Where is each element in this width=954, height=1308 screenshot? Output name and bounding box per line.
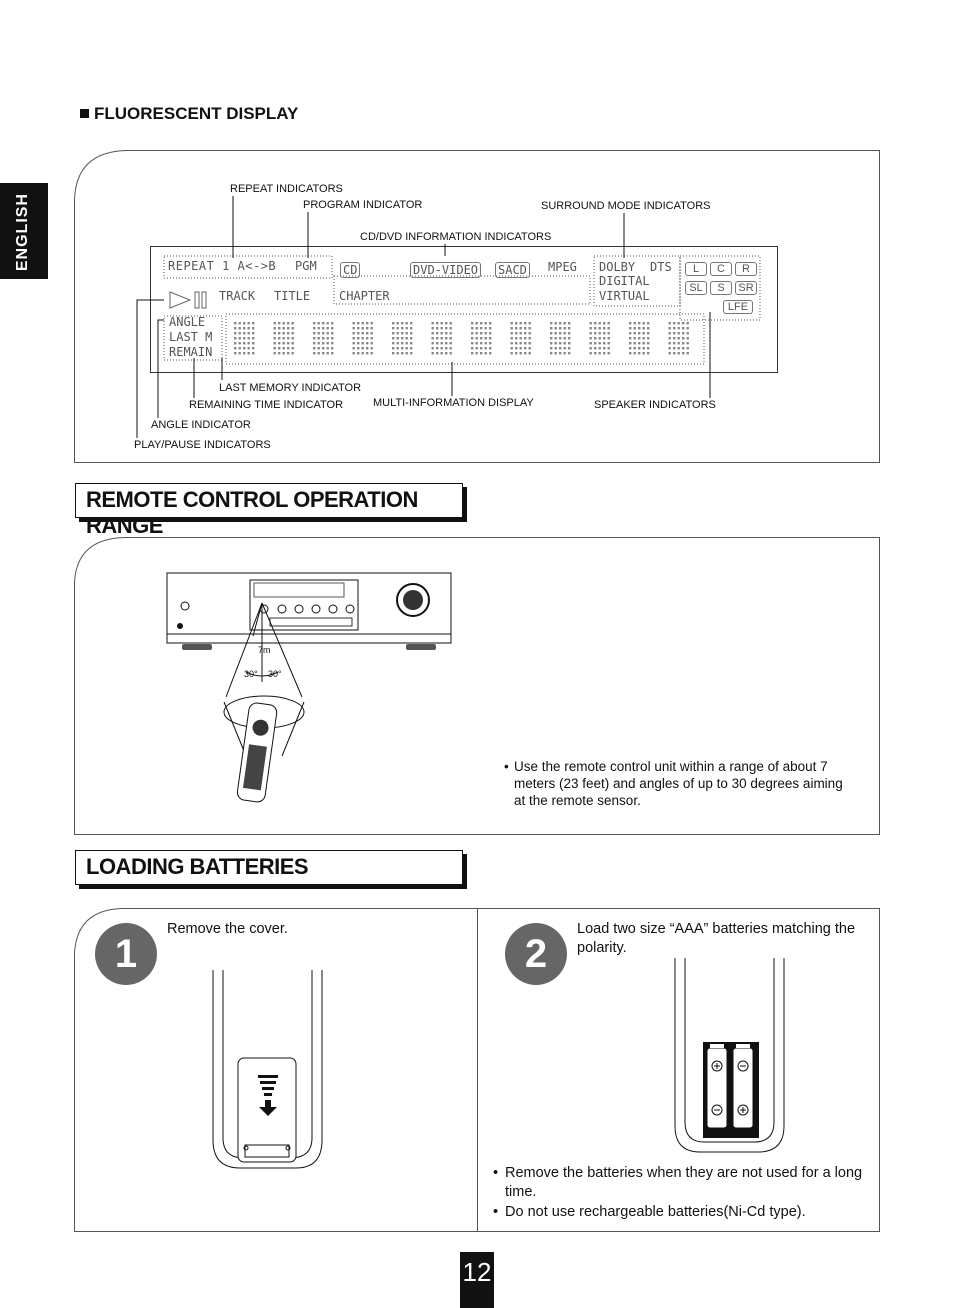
speaker-indicators-label: SPEAKER INDICATORS: [594, 399, 716, 411]
display-chapter-indicator: CHAPTER: [339, 289, 390, 303]
display-repeat-indicator: REPEAT 1 A<->B: [168, 259, 277, 273]
receiver-diagram: [166, 572, 452, 803]
step-2-number: 2: [505, 923, 567, 985]
speaker-s-indicator: S: [710, 281, 732, 295]
last-memory-label: LAST MEMORY INDICATOR: [219, 382, 362, 394]
fluorescent-heading-text: FLUORESCENT DISPLAY: [94, 104, 299, 123]
display-last-memory-indicator: LAST M: [169, 330, 213, 344]
display-cd-indicator: CD: [340, 262, 361, 278]
display-mpeg-indicator: MPEG: [548, 260, 577, 274]
power-button-icon: [180, 601, 190, 611]
speaker-r-indicator: R: [735, 262, 757, 276]
angle-indicator-label: ANGLE INDICATOR: [151, 419, 251, 431]
fluorescent-display-heading: FLUORESCENT DISPLAY: [80, 104, 298, 124]
repeat-indicators-label: REPEAT INDICATORS: [230, 183, 343, 195]
display-pgm-indicator: PGM: [295, 259, 317, 273]
speaker-lfe-indicator: LFE: [723, 300, 753, 314]
display-angle-indicator: ANGLE: [169, 315, 206, 329]
remote-back-cover-diagram: [212, 970, 323, 1169]
speaker-l-indicator: L: [685, 262, 707, 276]
range-angle-right: 30°: [268, 669, 282, 679]
multi-info-label: MULTI-INFORMATION DISPLAY: [373, 397, 534, 409]
pause-icon: [194, 291, 200, 309]
display-track-indicator: TRACK: [219, 289, 256, 303]
program-indicator-label: PROGRAM INDICATOR: [303, 199, 423, 211]
display-window: [150, 246, 778, 373]
battery-note-2: •Do not use rechargeable batteries(Ni-Cd…: [493, 1204, 806, 1220]
speaker-sr-indicator: SR: [735, 281, 757, 295]
speaker-sl-indicator: SL: [685, 281, 707, 295]
display-virtual-indicator: VIRTUAL: [599, 289, 650, 303]
play-pause-label: PLAY/PAUSE INDICATORS: [134, 439, 271, 451]
loading-batteries-title: LOADING BATTERIES: [75, 850, 463, 885]
step-1-text: Remove the cover.: [167, 921, 288, 937]
battery-note-1: •Remove the batteries when they are not …: [493, 1165, 863, 1200]
slide-arrow-icon: [258, 1075, 278, 1116]
battery-notes: •Remove the batteries when they are not …: [493, 1164, 873, 1222]
display-digital-indicator: DIGITAL: [599, 274, 650, 288]
cddvd-info-label: CD/DVD INFORMATION INDICATORS: [360, 231, 552, 243]
page-number: 12: [460, 1252, 494, 1308]
language-tab-label: ENGLISH: [14, 193, 31, 272]
display-dvd-video-indicator: DVD-VIDEO: [410, 262, 482, 278]
battery-compartment-diagram: [674, 958, 785, 1153]
remote-range-note-text: Use the remote control unit within a ran…: [514, 759, 843, 808]
battery-right-icon: [732, 1047, 754, 1129]
step-2-text: Load two size “AAA” batteries matching t…: [577, 921, 856, 956]
display-title-indicator: TITLE: [274, 289, 311, 303]
display-sacd-indicator: SACD: [495, 262, 530, 278]
range-angle-left: 30°: [244, 669, 258, 679]
display-remain-indicator: REMAIN: [169, 345, 213, 359]
square-bullet-icon: [80, 109, 89, 118]
play-icon: [169, 291, 192, 309]
surround-mode-label: SURROUND MODE INDICATORS: [541, 200, 711, 212]
language-tab: ENGLISH: [0, 183, 48, 279]
speaker-c-indicator: C: [710, 262, 732, 276]
remaining-time-label: REMAINING TIME INDICATOR: [189, 399, 344, 411]
display-dts-indicator: DTS: [650, 260, 672, 274]
range-distance: 7m: [258, 645, 271, 655]
step-1-number: 1: [95, 923, 157, 985]
remote-range-note: • Use the remote control unit within a r…: [504, 758, 849, 809]
battery-left-icon: [706, 1047, 728, 1129]
display-dolby-indicator: DOLBY: [599, 260, 636, 274]
remote-range-title: REMOTE CONTROL OPERATION RANGE: [75, 483, 463, 538]
